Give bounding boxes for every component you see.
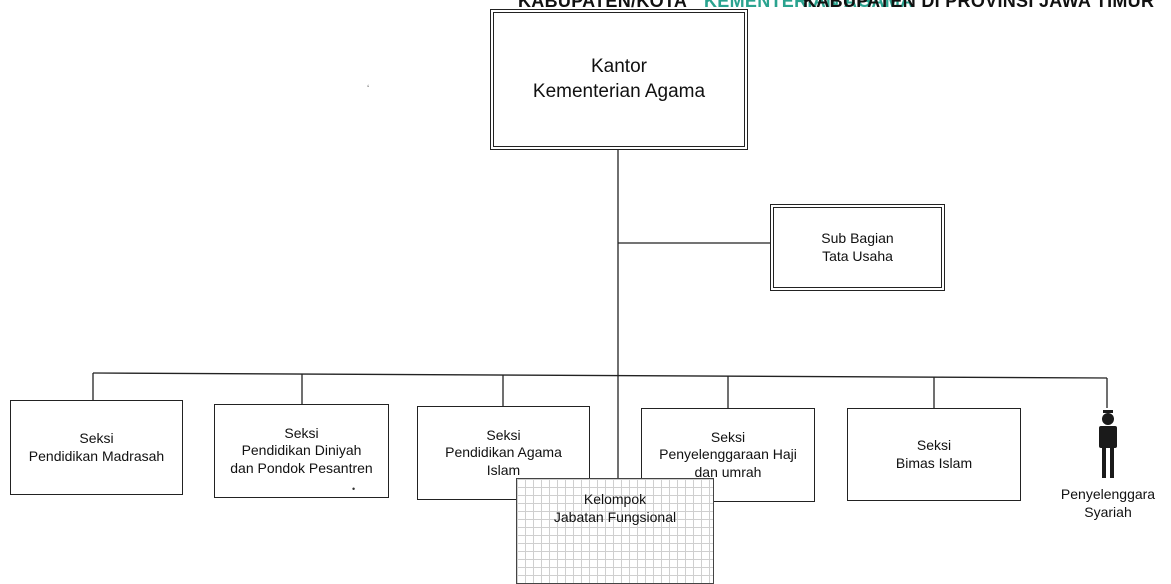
kantor-label: Kantor Kementerian Agama (532, 55, 706, 102)
seksi-agama-islam-box: Seksi Pendidikan Agama Islam (417, 406, 590, 500)
sub-bagian-label: Sub Bagian Tata Usaha (821, 230, 894, 264)
seksi-haji-box: Seksi Penyelenggaraan Haji dan umrah (641, 408, 815, 502)
scan-speck-2: • (352, 484, 356, 494)
bus-line (92, 372, 1108, 379)
sub-bagian-box: Sub Bagian Tata Usaha (770, 204, 945, 291)
header-text-right: KABUPATEN DI PROVINSI JAWA TIMUR (803, 0, 1155, 11)
penyelenggara-node: Penyelenggara Syariah (1054, 410, 1162, 521)
seksi-madrasah-box: Seksi Pendidikan Madrasah (10, 400, 183, 495)
kelompok-box: Kelompok Jabatan Fungsional (516, 478, 714, 584)
seksi-bimas-label: Seksi Bimas Islam (895, 437, 973, 471)
chart-header: KABUPATEN/KOTA KEMENTERIAN AGAMA KABUPAT… (0, 0, 1171, 11)
scan-speck: ʻ (367, 84, 370, 95)
penyelenggara-label: Penyelenggara Syariah (1060, 486, 1156, 520)
kelompok-label: Kelompok Jabatan Fungsional (553, 491, 677, 525)
seksi-agama-islam-label: Seksi Pendidikan Agama Islam (445, 426, 562, 478)
kantor-box: Kantor Kementerian Agama (490, 9, 748, 150)
seksi-haji-label: Seksi Penyelenggaraan Haji dan umrah (659, 428, 797, 480)
seksi-madrasah-label: Seksi Pendidikan Madrasah (28, 430, 165, 464)
person-icon (1099, 410, 1117, 478)
seksi-diniyah-box: Seksi Pendidikan Diniyah dan Pondok Pesa… (214, 404, 389, 498)
seksi-bimas-box: Seksi Bimas Islam (847, 408, 1021, 501)
seksi-diniyah-label: Seksi Pendidikan Diniyah dan Pondok Pesa… (230, 424, 373, 476)
header-text-teal: KEMENTERIAN AGAMA (704, 0, 914, 11)
header-text-left: KABUPATEN/KOTA (518, 0, 688, 11)
